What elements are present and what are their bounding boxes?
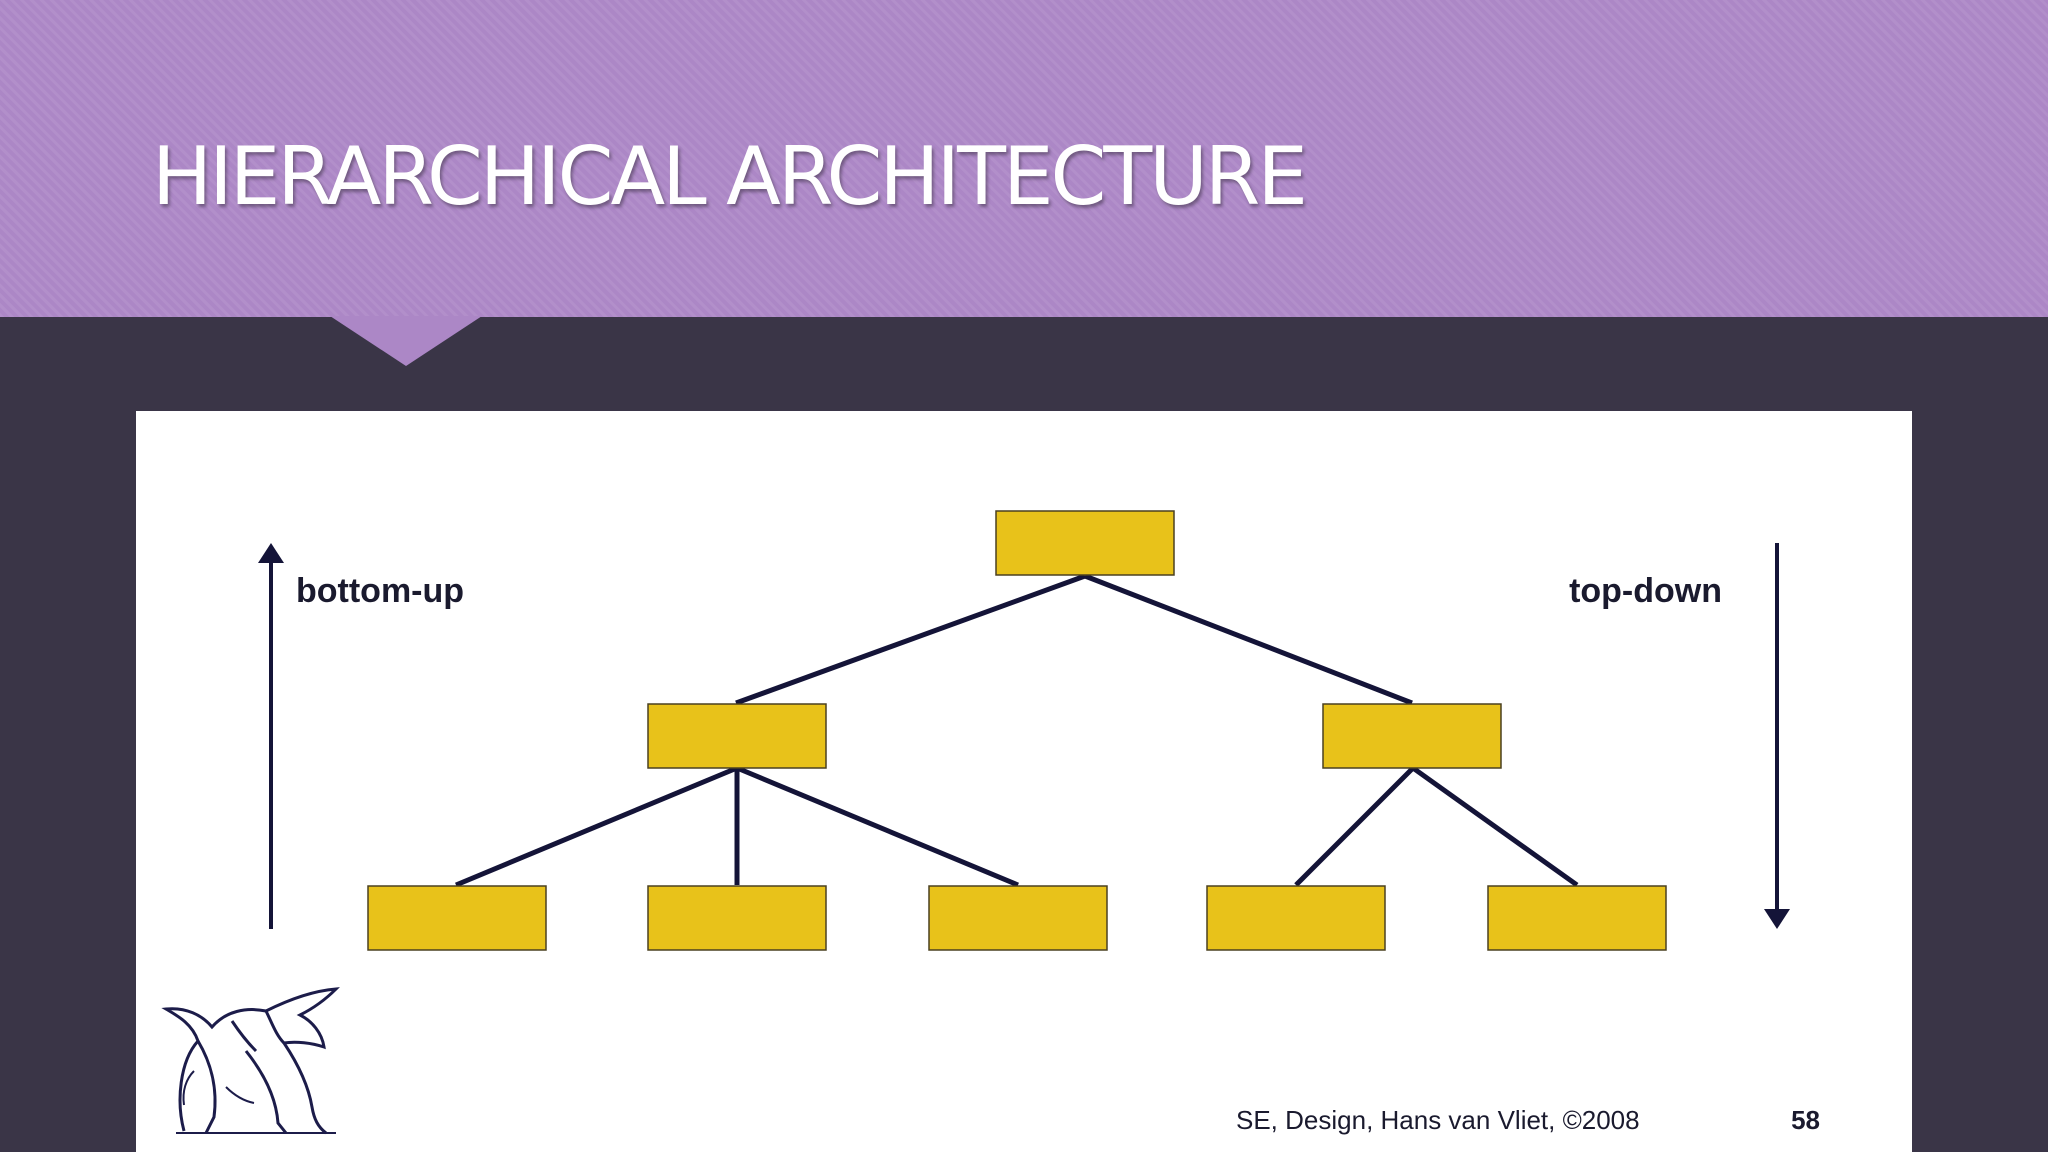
edge-root-to-left — [735, 573, 1086, 706]
edge-left-to-leaf-1 — [455, 765, 738, 888]
edge-right-to-leaf-4 — [1294, 766, 1415, 887]
node-leaf-4 — [1206, 885, 1386, 951]
node-leaf-3 — [928, 885, 1108, 951]
page-number: 58 — [1791, 1105, 1820, 1135]
header-notch — [330, 316, 482, 366]
bottom-up-arrow-icon — [258, 543, 284, 929]
tree-edges — [455, 573, 1579, 888]
bottom-up-label: bottom-up — [296, 572, 464, 610]
tree-nodes — [367, 510, 1667, 951]
edge-left-to-leaf-3 — [736, 765, 1019, 888]
hierarchy-diagram: bottom-up top-down SE, Design, Hans van … — [161, 510, 1820, 1135]
node-level2-right — [1322, 703, 1502, 769]
node-leaf-1 — [367, 885, 547, 951]
node-level2-left — [647, 703, 827, 769]
top-down-arrow-icon — [1764, 543, 1790, 929]
node-leaf-2 — [647, 885, 827, 951]
diagram-panel: bottom-up top-down SE, Design, Hans van … — [136, 411, 1912, 1152]
header-band — [0, 0, 2048, 317]
edge-right-to-leaf-5 — [1411, 765, 1579, 888]
top-down-label: top-down — [1569, 572, 1722, 610]
footer-credit: SE, Design, Hans van Vliet, ©2008 — [1236, 1105, 1640, 1135]
griffin-logo-icon — [161, 987, 340, 1135]
node-leaf-5 — [1487, 885, 1667, 951]
node-root — [995, 510, 1175, 576]
edge-root-to-right — [1084, 573, 1413, 706]
slide-title: HIERARCHICAL ARCHITECTURE — [152, 130, 1308, 223]
